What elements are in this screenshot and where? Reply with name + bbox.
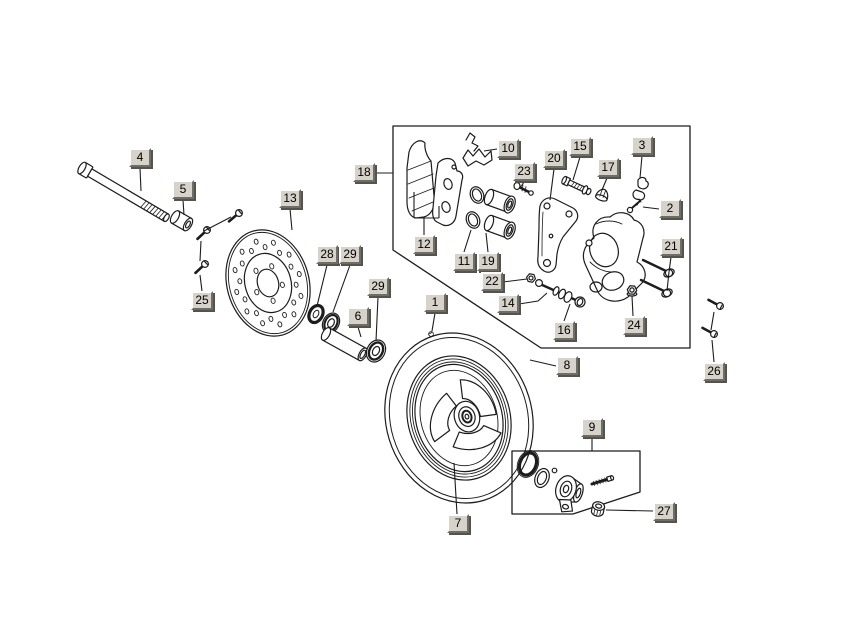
- part-label-22[interactable]: 22: [481, 272, 503, 291]
- part-label-16[interactable]: 16: [553, 321, 575, 340]
- part-label-14[interactable]: 14: [497, 294, 519, 313]
- part-caliper-body: [582, 212, 646, 302]
- leader-line-28: [316, 264, 328, 307]
- part-pistons: [483, 188, 516, 240]
- leader-line-26: [710, 311, 715, 331]
- part-label-7[interactable]: 7: [447, 514, 469, 533]
- part-speedo-worm: [590, 475, 615, 486]
- part-flange-nut: [626, 284, 638, 297]
- part-label-10[interactable]: 10: [497, 139, 519, 158]
- leader-line-29-upper: [332, 264, 351, 313]
- group-box-9: [511, 450, 641, 515]
- part-label-15[interactable]: 15: [569, 137, 591, 156]
- part-oring: [516, 450, 540, 478]
- part-label-3[interactable]: 3: [631, 136, 653, 155]
- part-label-29-lower[interactable]: 29: [367, 277, 389, 296]
- part-label-11[interactable]: 11: [453, 252, 475, 271]
- part-label-6[interactable]: 6: [347, 307, 369, 326]
- part-boot-cap: [595, 188, 609, 202]
- part-pad-springs: [462, 132, 493, 167]
- part-pad-pin: [626, 198, 642, 214]
- part-label-5[interactable]: 5: [172, 180, 194, 199]
- leader-line-16: [563, 303, 571, 322]
- part-label-18[interactable]: 18: [353, 163, 375, 182]
- leader-line-5: [182, 199, 185, 216]
- leader-line-2: [642, 206, 660, 210]
- leader-line-22: [502, 278, 528, 283]
- leader-line-19: [485, 232, 489, 253]
- part-wheel: [384, 332, 534, 504]
- leader-line-24: [631, 295, 634, 317]
- part-spacer-tube: [320, 327, 368, 362]
- part-label-23[interactable]: 23: [513, 162, 535, 181]
- leader-line-26: [711, 339, 715, 363]
- part-label-4[interactable]: 4: [129, 148, 151, 167]
- part-label-24[interactable]: 24: [623, 316, 645, 335]
- leader-line-10: [483, 148, 498, 152]
- part-slide-pin: [534, 279, 586, 308]
- part-label-25[interactable]: 25: [191, 291, 213, 310]
- part-label-29-upper[interactable]: 29: [339, 245, 361, 264]
- leader-line-3: [639, 155, 643, 179]
- part-guide-bolt: [561, 175, 592, 196]
- part-ball: [551, 467, 558, 474]
- part-label-17[interactable]: 17: [597, 158, 619, 177]
- leader-line-7: [453, 462, 458, 515]
- part-label-13[interactable]: 13: [279, 189, 301, 208]
- part-label-27[interactable]: 27: [653, 502, 675, 521]
- leader-line-25: [199, 240, 202, 262]
- part-pin-nut: [525, 272, 537, 284]
- leader-line-17: [601, 177, 608, 191]
- part-label-26[interactable]: 26: [703, 362, 725, 381]
- leader-line-8: [529, 359, 557, 367]
- part-label-20[interactable]: 20: [543, 149, 565, 168]
- leader-line-13: [289, 208, 293, 231]
- part-label-9[interactable]: 9: [581, 418, 603, 437]
- group-box-18: [392, 125, 691, 349]
- part-label-1[interactable]: 1: [424, 293, 446, 312]
- part-label-19[interactable]: 19: [477, 252, 499, 271]
- leader-line-21: [666, 256, 672, 292]
- part-brake-pads: [406, 140, 464, 227]
- leader-line-29-lower: [375, 296, 379, 342]
- part-label-8[interactable]: 8: [556, 356, 578, 375]
- leader-line-23: [519, 181, 525, 189]
- leader-line-6: [357, 326, 362, 338]
- leader-line-25: [203, 216, 232, 232]
- leader-line-27: [605, 509, 654, 512]
- part-brake-disc: [225, 229, 311, 337]
- part-piston-seals: [465, 186, 485, 229]
- part-front-axle: [77, 161, 170, 223]
- leader-line-14: [518, 292, 548, 305]
- leader-line-11: [463, 229, 472, 253]
- leader-lines: [139, 148, 715, 515]
- leader-line-1: [431, 312, 436, 332]
- part-axle-spacer: [169, 210, 194, 232]
- leader-line-4: [139, 167, 142, 192]
- part-label-2[interactable]: 2: [659, 199, 681, 218]
- part-hub-nut: [590, 501, 606, 517]
- part-label-28[interactable]: 28: [316, 245, 338, 264]
- leader-line-15: [572, 156, 581, 181]
- part-bleed-screw: [513, 181, 534, 196]
- part-speedo-drive-hub: [555, 475, 584, 513]
- part-bearing-29-lower: [365, 339, 387, 363]
- part-label-12[interactable]: 12: [413, 235, 435, 254]
- part-seal-28: [307, 303, 325, 325]
- leader-line-20: [549, 168, 555, 201]
- part-caliper-bracket: [537, 197, 579, 273]
- leader-line-25: [199, 274, 203, 292]
- part-mounting-bolts: [639, 258, 675, 298]
- part-spacer-ring: [534, 467, 550, 489]
- part-label-21[interactable]: 21: [660, 237, 682, 256]
